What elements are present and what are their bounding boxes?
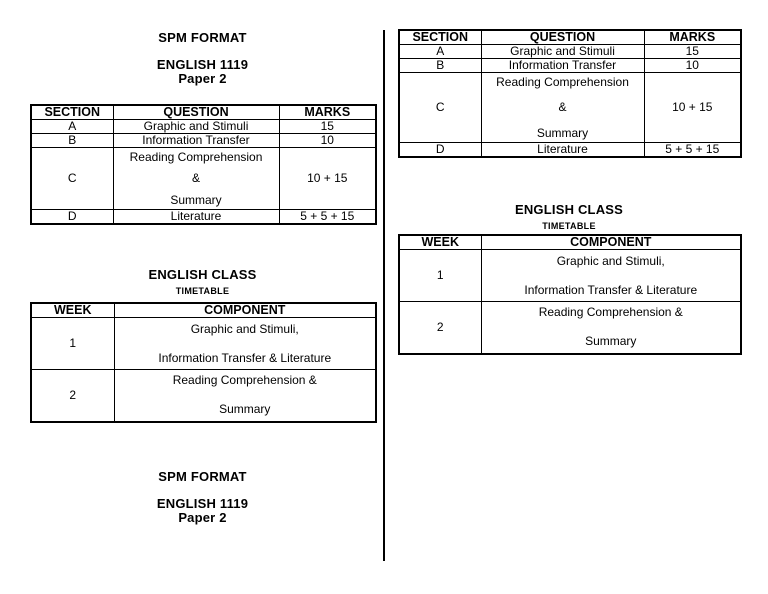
table-header-row: WEEK COMPONENT [30,302,377,318]
table-header-row: SECTION QUESTION MARKS [30,104,377,120]
spm-heading-bottom-left: SPM FORMAT ENGLISH 1119 Paper 2 [30,470,375,525]
spm-format-title: SPM FORMAT [158,30,247,45]
component-cell: Graphic and Stimuli, Information Transfe… [113,317,377,370]
timetable-table-right: WEEK COMPONENT 1 Graphic and Stimuli, In… [398,234,742,355]
section-header-cell: SECTION [398,29,482,45]
question-line: Summary [536,125,589,140]
component-cell: Reading Comprehension & Summary [113,369,377,422]
component-line: Summary [219,402,271,417]
question-cell: Graphic and Stimuli [480,44,645,59]
question-line: Reading Comprehension [496,74,629,89]
question-line: & [558,100,567,114]
section-cell: B [398,58,482,73]
marks-cell: 10 + 15 [643,72,742,143]
section-cell: C [30,147,114,210]
section-cell: B [30,133,114,148]
question-header-cell: QUESTION [480,29,645,45]
week-cell: 2 [398,301,482,354]
english-class-title: ENGLISH CLASS [148,267,257,282]
table-row-a: A Graphic and Stimuli 15 [398,44,742,59]
question-line: & [191,171,200,185]
spm-heading-top-left: SPM FORMAT ENGLISH 1119 Paper 2 [30,31,375,86]
table-row-week1: 1 Graphic and Stimuli, Information Trans… [398,249,742,302]
question-cell: Literature [112,209,280,225]
table-row-b: B Information Transfer 10 [398,58,742,73]
marks-cell: 5 + 5 + 15 [643,142,742,158]
question-cell: Reading Comprehension & Summary [112,147,280,210]
component-header-cell: COMPONENT [113,302,377,318]
section-header-cell: SECTION [30,104,114,120]
paper-subtitle: Paper 2 [178,71,227,86]
marks-cell: 15 [278,119,377,134]
table-row-week2: 2 Reading Comprehension & Summary [398,301,742,354]
spm-format-title: SPM FORMAT [158,469,247,484]
paper-subtitle: Paper 2 [178,510,227,525]
marks-cell: 10 [278,133,377,148]
week-header-cell: WEEK [398,234,482,250]
question-header-cell: QUESTION [112,104,280,120]
marks-cell: 10 [643,58,742,73]
spm-format-table-right: SECTION QUESTION MARKS A Graphic and Sti… [398,29,742,158]
question-line: Reading Comprehension [129,149,263,164]
component-header-cell: COMPONENT [480,234,742,250]
table-row-week2: 2 Reading Comprehension & Summary [30,369,377,422]
course-title: ENGLISH 1119 [156,496,249,511]
week-cell: 1 [30,317,115,370]
component-line: Summary [585,334,637,349]
table-row-c: C Reading Comprehension & Summary 10 + 1… [30,147,377,210]
course-title: ENGLISH 1119 [156,57,249,72]
section-cell: C [398,72,482,143]
component-line: Graphic and Stimuli, [556,253,665,268]
marks-cell: 15 [643,44,742,59]
marks-cell: 10 + 15 [278,147,377,210]
table-header-row: WEEK COMPONENT [398,234,742,250]
marks-header-cell: MARKS [643,29,742,45]
table-row-week1: 1 Graphic and Stimuli, Information Trans… [30,317,377,370]
section-cell: D [30,209,114,225]
marks-cell: 5 + 5 + 15 [278,209,377,225]
week-header-cell: WEEK [30,302,115,318]
question-cell: Reading Comprehension & Summary [480,72,645,143]
component-line: Information Transfer & Literature [158,350,332,365]
timetable-subtitle: TIMETABLE [542,221,596,231]
table-row-a: A Graphic and Stimuli 15 [30,119,377,134]
component-cell: Graphic and Stimuli, Information Transfe… [480,249,742,302]
question-line: Summary [170,192,222,207]
table-row-b: B Information Transfer 10 [30,133,377,148]
table-row-d: D Literature 5 + 5 + 15 [30,209,377,225]
component-line: Reading Comprehension & [172,373,317,388]
timetable-table-left: WEEK COMPONENT 1 Graphic and Stimuli, In… [30,302,377,423]
question-cell: Information Transfer [112,133,280,148]
marks-header-cell: MARKS [278,104,377,120]
timetable-subtitle: TIMETABLE [175,286,230,296]
spm-format-table-left: SECTION QUESTION MARKS A Graphic and Sti… [30,104,377,225]
week-cell: 1 [398,249,482,302]
question-cell: Graphic and Stimuli [112,119,280,134]
section-cell: A [30,119,114,134]
component-line: Reading Comprehension & [538,305,683,320]
component-line: Information Transfer & Literature [524,282,698,297]
question-cell: Information Transfer [480,58,645,73]
column-divider-line [383,30,385,561]
english-class-title: ENGLISH CLASS [514,202,624,217]
table-row-c: C Reading Comprehension & Summary 10 + 1… [398,72,742,143]
question-cell: Literature [480,142,645,158]
section-cell: D [398,142,482,158]
table-header-row: SECTION QUESTION MARKS [398,29,742,45]
table-row-d: D Literature 5 + 5 + 15 [398,142,742,158]
component-cell: Reading Comprehension & Summary [480,301,742,354]
section-cell: A [398,44,482,59]
component-line: Graphic and Stimuli, [190,321,299,336]
week-cell: 2 [30,369,115,422]
english-class-heading-left: ENGLISH CLASS TIMETABLE [30,267,375,297]
english-class-heading-right: ENGLISH CLASS TIMETABLE [398,202,740,232]
